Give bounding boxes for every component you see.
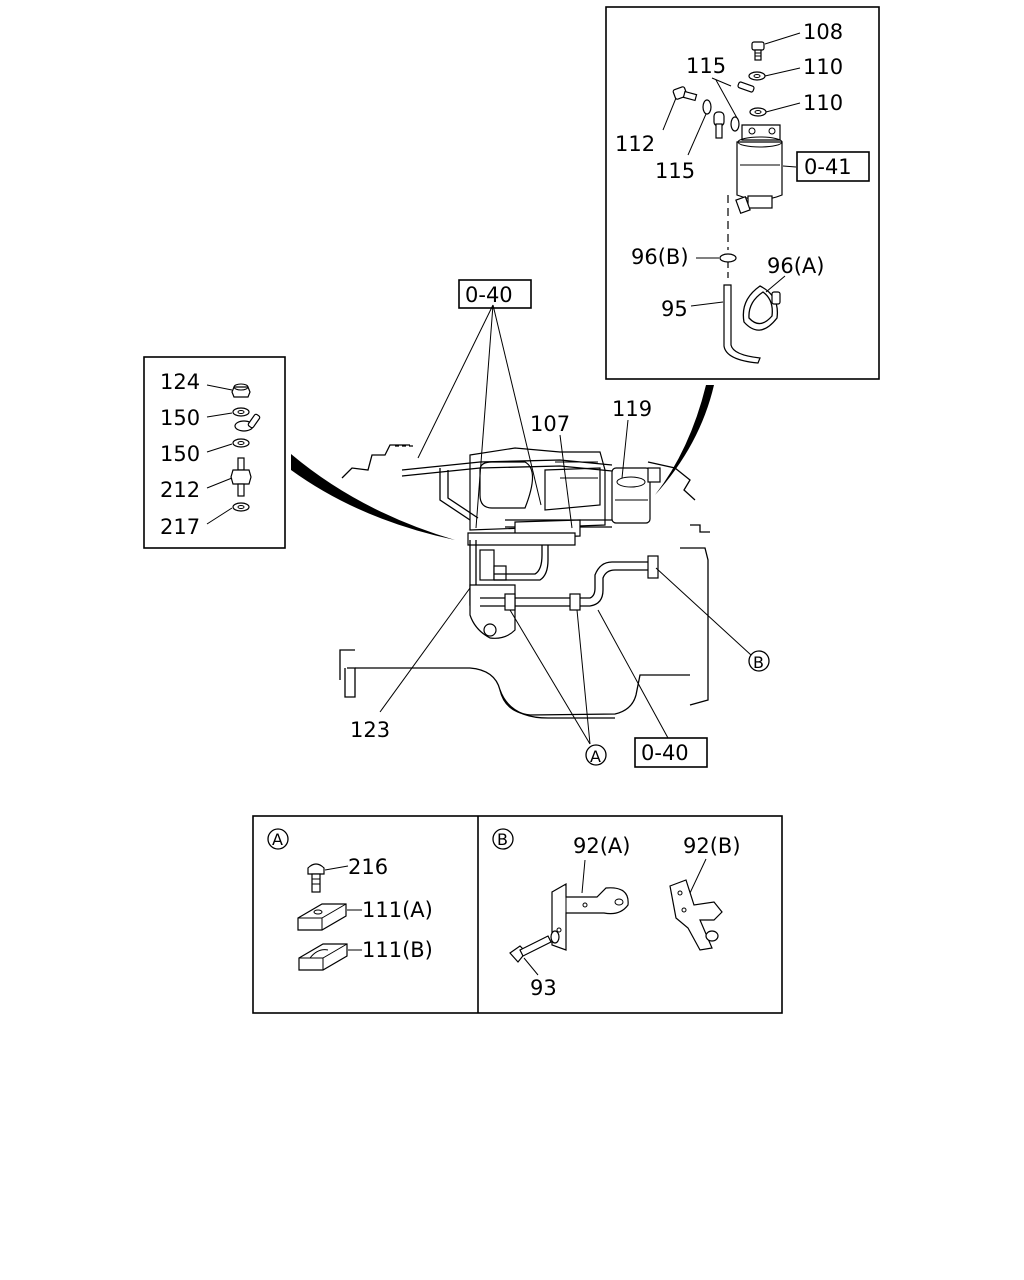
callout-108: 108 xyxy=(803,20,843,44)
marker-a-main: A xyxy=(590,747,601,766)
ref-box-0-40-top xyxy=(458,279,532,309)
engine-assembly: 107 119 123 0-40 0-40 A B xyxy=(339,279,770,768)
part-92b-bracket xyxy=(669,879,723,951)
callout-112: 112 xyxy=(615,132,655,156)
marker-b-main: B xyxy=(753,653,764,672)
part-217-washer xyxy=(232,502,250,512)
marker-a-detail: A xyxy=(272,830,283,849)
part-115-washer-left xyxy=(702,99,712,115)
clip-detail-panel: A xyxy=(252,815,783,1014)
inset-pointer-arrow-right xyxy=(655,385,714,495)
callout-115-upper: 115 xyxy=(686,54,726,78)
fuel-filter-inset-frame xyxy=(605,6,880,380)
part-108-bolt xyxy=(751,41,765,61)
callout-96b: 96(B) xyxy=(631,245,689,269)
callout-150-lower: 150 xyxy=(160,442,200,466)
ref-0-40-bottom: 0-40 xyxy=(641,741,689,765)
callout-119: 119 xyxy=(612,397,652,421)
callout-95: 95 xyxy=(661,297,688,321)
ref-box-0-40-bottom xyxy=(634,737,708,768)
marker-b-circle xyxy=(748,650,770,672)
part-150-washer-upper xyxy=(232,407,250,417)
part-92a-bracket xyxy=(551,882,629,951)
part-96b-clip xyxy=(719,253,737,263)
detail-b: B xyxy=(492,828,741,1000)
callout-212: 212 xyxy=(160,478,200,502)
part-95-hose xyxy=(723,284,761,364)
callout-96a: 96(A) xyxy=(767,254,824,278)
callout-123: 123 xyxy=(350,718,390,742)
ref-0-40-top: 0-40 xyxy=(465,283,513,307)
stud-inset-frame xyxy=(143,356,286,549)
fuel-filter-body xyxy=(735,124,783,215)
part-216-bolt xyxy=(307,863,325,893)
callout-92a: 92(A) xyxy=(573,834,630,858)
eye-bolt xyxy=(737,81,755,93)
detail-a: A xyxy=(267,828,433,971)
banjo-fitting xyxy=(713,111,725,139)
callout-150-upper: 150 xyxy=(160,406,200,430)
callout-107: 107 xyxy=(530,412,570,436)
part-110-washer-upper xyxy=(748,71,766,81)
part-112-bolt xyxy=(672,86,698,102)
part-150-washer-lower xyxy=(232,438,250,448)
callout-111b: 111(B) xyxy=(362,938,433,962)
ring-terminal xyxy=(234,413,261,432)
detail-panel-frame xyxy=(252,815,783,1014)
callout-93: 93 xyxy=(530,976,557,1000)
part-212-stud xyxy=(230,457,252,497)
clip-a-left xyxy=(504,593,516,611)
stud-fastener-inset: 124 150 150 212 217 xyxy=(143,356,286,549)
part-111b-clamp-lower xyxy=(298,943,348,971)
marker-b-detail: B xyxy=(497,830,508,849)
callout-115-lower: 115 xyxy=(655,159,695,183)
part-115-washer-right xyxy=(730,116,740,132)
marker-a-circle xyxy=(585,744,607,766)
callout-92b: 92(B) xyxy=(683,834,741,858)
ref-box-0-41 xyxy=(796,151,870,182)
callout-216: 216 xyxy=(348,855,388,879)
part-111a-clamp-upper xyxy=(297,903,347,931)
callout-111a: 111(A) xyxy=(362,898,433,922)
part-96a-hose-clamp xyxy=(742,285,781,331)
callout-217: 217 xyxy=(160,515,200,539)
callout-110-lower: 110 xyxy=(803,91,843,115)
clip-a-right xyxy=(569,593,581,611)
callout-124: 124 xyxy=(160,370,200,394)
part-119-fuel-filter xyxy=(611,467,661,524)
part-93-bolt xyxy=(509,930,560,963)
part-110-washer-lower xyxy=(749,107,767,117)
callout-110-upper: 110 xyxy=(803,55,843,79)
ref-0-41: 0-41 xyxy=(804,155,852,179)
part-124-nut xyxy=(231,383,251,398)
fuel-filter-inset: 108 110 110 115 112 115 96(B) 96(A) 95 0… xyxy=(605,6,880,380)
